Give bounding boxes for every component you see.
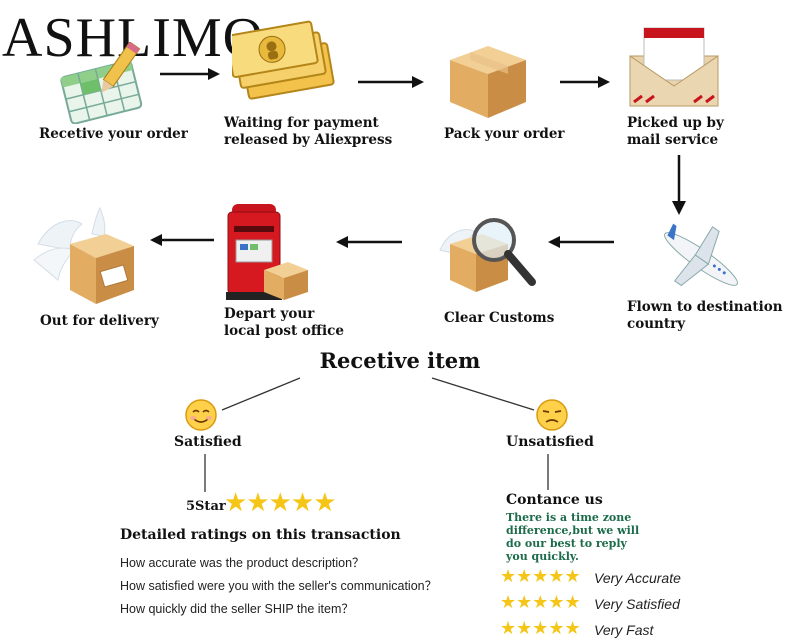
spreadsheet-icon xyxy=(52,42,152,124)
step-receive-order-label: Recetive your order xyxy=(39,126,188,142)
five-star-rating: ★★★★★ xyxy=(224,488,337,518)
arrow-down xyxy=(672,155,686,215)
rating-accurate-label: Very Accurate xyxy=(594,570,681,586)
ratings-title: Detailed ratings on this transaction xyxy=(120,527,401,543)
rating-stars-fast: ★★★★★ xyxy=(500,618,581,639)
winged-box-icon xyxy=(30,204,140,308)
step-out-for-delivery-label: Out for delivery xyxy=(40,313,159,329)
smiling-face-icon xyxy=(184,398,218,432)
airplane-icon xyxy=(654,218,748,300)
step-pack-order-label: Pack your order xyxy=(444,126,565,142)
arrow-right-2 xyxy=(358,76,424,88)
step-waiting-payment-label: Waiting for payment released by Aliexpre… xyxy=(224,115,393,148)
arrow-left-3 xyxy=(548,236,614,248)
arrow-right-1 xyxy=(160,68,220,80)
question-communication: How satisfied were you with the seller's… xyxy=(120,579,438,593)
step-clear-customs-label: Clear Customs xyxy=(444,310,555,326)
step-depart-post-office-label: Depart your local post office xyxy=(224,306,344,339)
question-accuracy: How accurate was the product description… xyxy=(120,556,365,570)
arrow-left-1 xyxy=(150,234,214,246)
rating-satisfied-label: Very Satisfied xyxy=(594,596,680,612)
contact-us-title: Contance us xyxy=(506,492,603,508)
rating-stars-satisfied: ★★★★★ xyxy=(500,592,581,613)
question-shipping: How quickly did the seller SHIP the item… xyxy=(120,602,354,616)
postbox-icon xyxy=(220,196,312,306)
satisfied-label: Satisfied xyxy=(174,434,242,450)
receive-item-heading: Recetive item xyxy=(319,348,481,373)
unamused-face-icon xyxy=(535,398,569,432)
arrow-right-3 xyxy=(560,76,610,88)
arrow-left-2 xyxy=(336,236,402,248)
contact-note: There is a time zone difference,but we w… xyxy=(506,511,640,563)
envelope-icon xyxy=(624,22,724,108)
step-flown-label: Flown to destination country xyxy=(627,299,783,332)
unsatisfied-label: Unsatisfied xyxy=(506,434,594,450)
money-icon xyxy=(232,20,342,110)
magnifier-box-icon xyxy=(436,210,540,300)
five-star-label: 5Star xyxy=(186,499,226,514)
rating-fast-label: Very Fast xyxy=(594,622,654,638)
box-icon xyxy=(442,38,532,120)
rating-stars-accurate: ★★★★★ xyxy=(500,566,581,587)
step-picked-up-label: Picked up by mail service xyxy=(627,115,724,148)
